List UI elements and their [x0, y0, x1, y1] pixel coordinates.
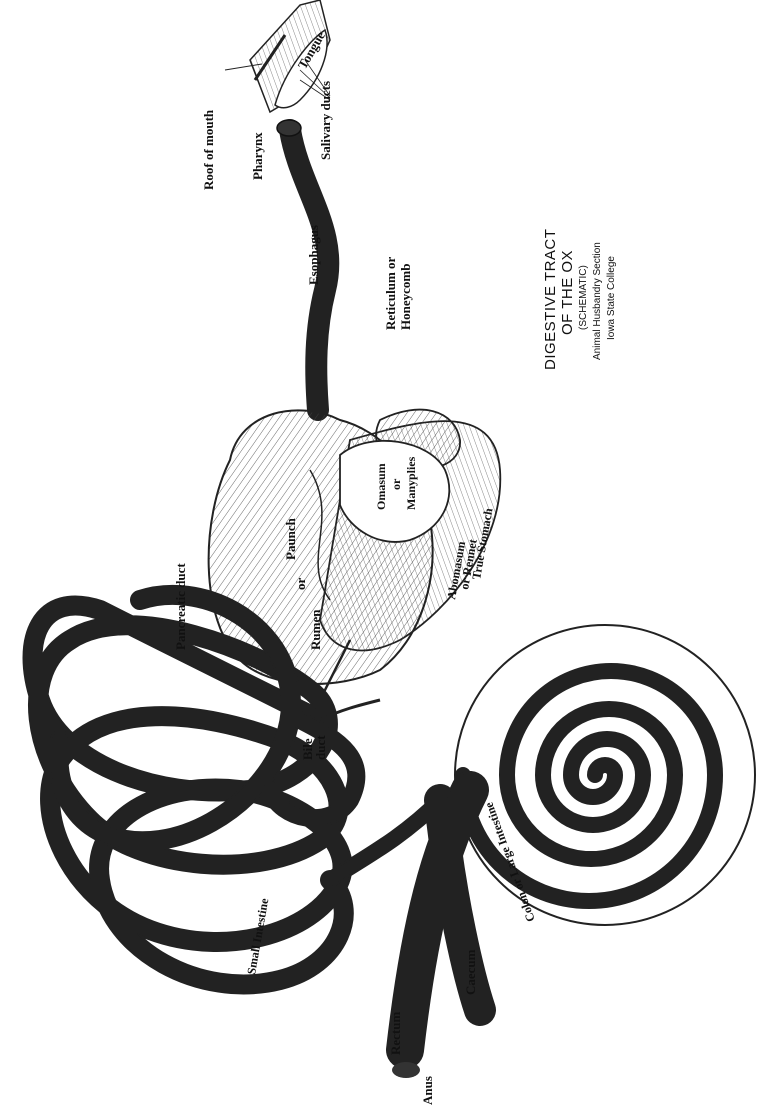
label-rumen: Rumen: [308, 609, 323, 650]
label-anus: Anus: [420, 1076, 435, 1105]
omasum-shape: [340, 441, 449, 542]
title-line-2: OF THE OX: [559, 250, 576, 335]
label-rumen-or: or: [293, 578, 308, 591]
title-line-4: Animal Husbandry Section: [592, 242, 603, 360]
title-line-5: Iowa State College: [606, 256, 617, 340]
title-line-1: DIGESTIVE TRACT: [542, 229, 559, 370]
label-omasum-or: or: [389, 478, 403, 490]
anus-opening: [392, 1062, 420, 1078]
label-caecum: Caecum: [463, 949, 478, 995]
title-block: DIGESTIVE TRACT OF THE OX (SCHEMATIC) An…: [542, 229, 617, 370]
label-rectum: Rectum: [388, 1012, 403, 1055]
label-roof-of-mouth: Roof of mouth: [201, 109, 216, 190]
label-bile-duct-2: duct: [313, 735, 328, 760]
large-intestine-spiral: [455, 625, 755, 925]
label-reticulum-2: Honeycomb: [398, 264, 413, 330]
title-line-3: (SCHEMATIC): [578, 265, 589, 330]
label-rumen-2: Paunch: [283, 517, 298, 560]
label-omasum-2: Manyplies: [404, 456, 418, 510]
label-salivary-ducts: Salivary ducts: [318, 81, 333, 160]
label-pharynx: Pharynx: [250, 132, 265, 180]
label-esophagus: Esophagus: [306, 225, 321, 285]
label-reticulum: Reticulum or: [383, 256, 398, 330]
pharynx-opening: [277, 120, 301, 136]
label-omasum: Omasum: [374, 463, 388, 510]
label-pancreatic-duct: Pancreatic duct: [173, 563, 188, 650]
